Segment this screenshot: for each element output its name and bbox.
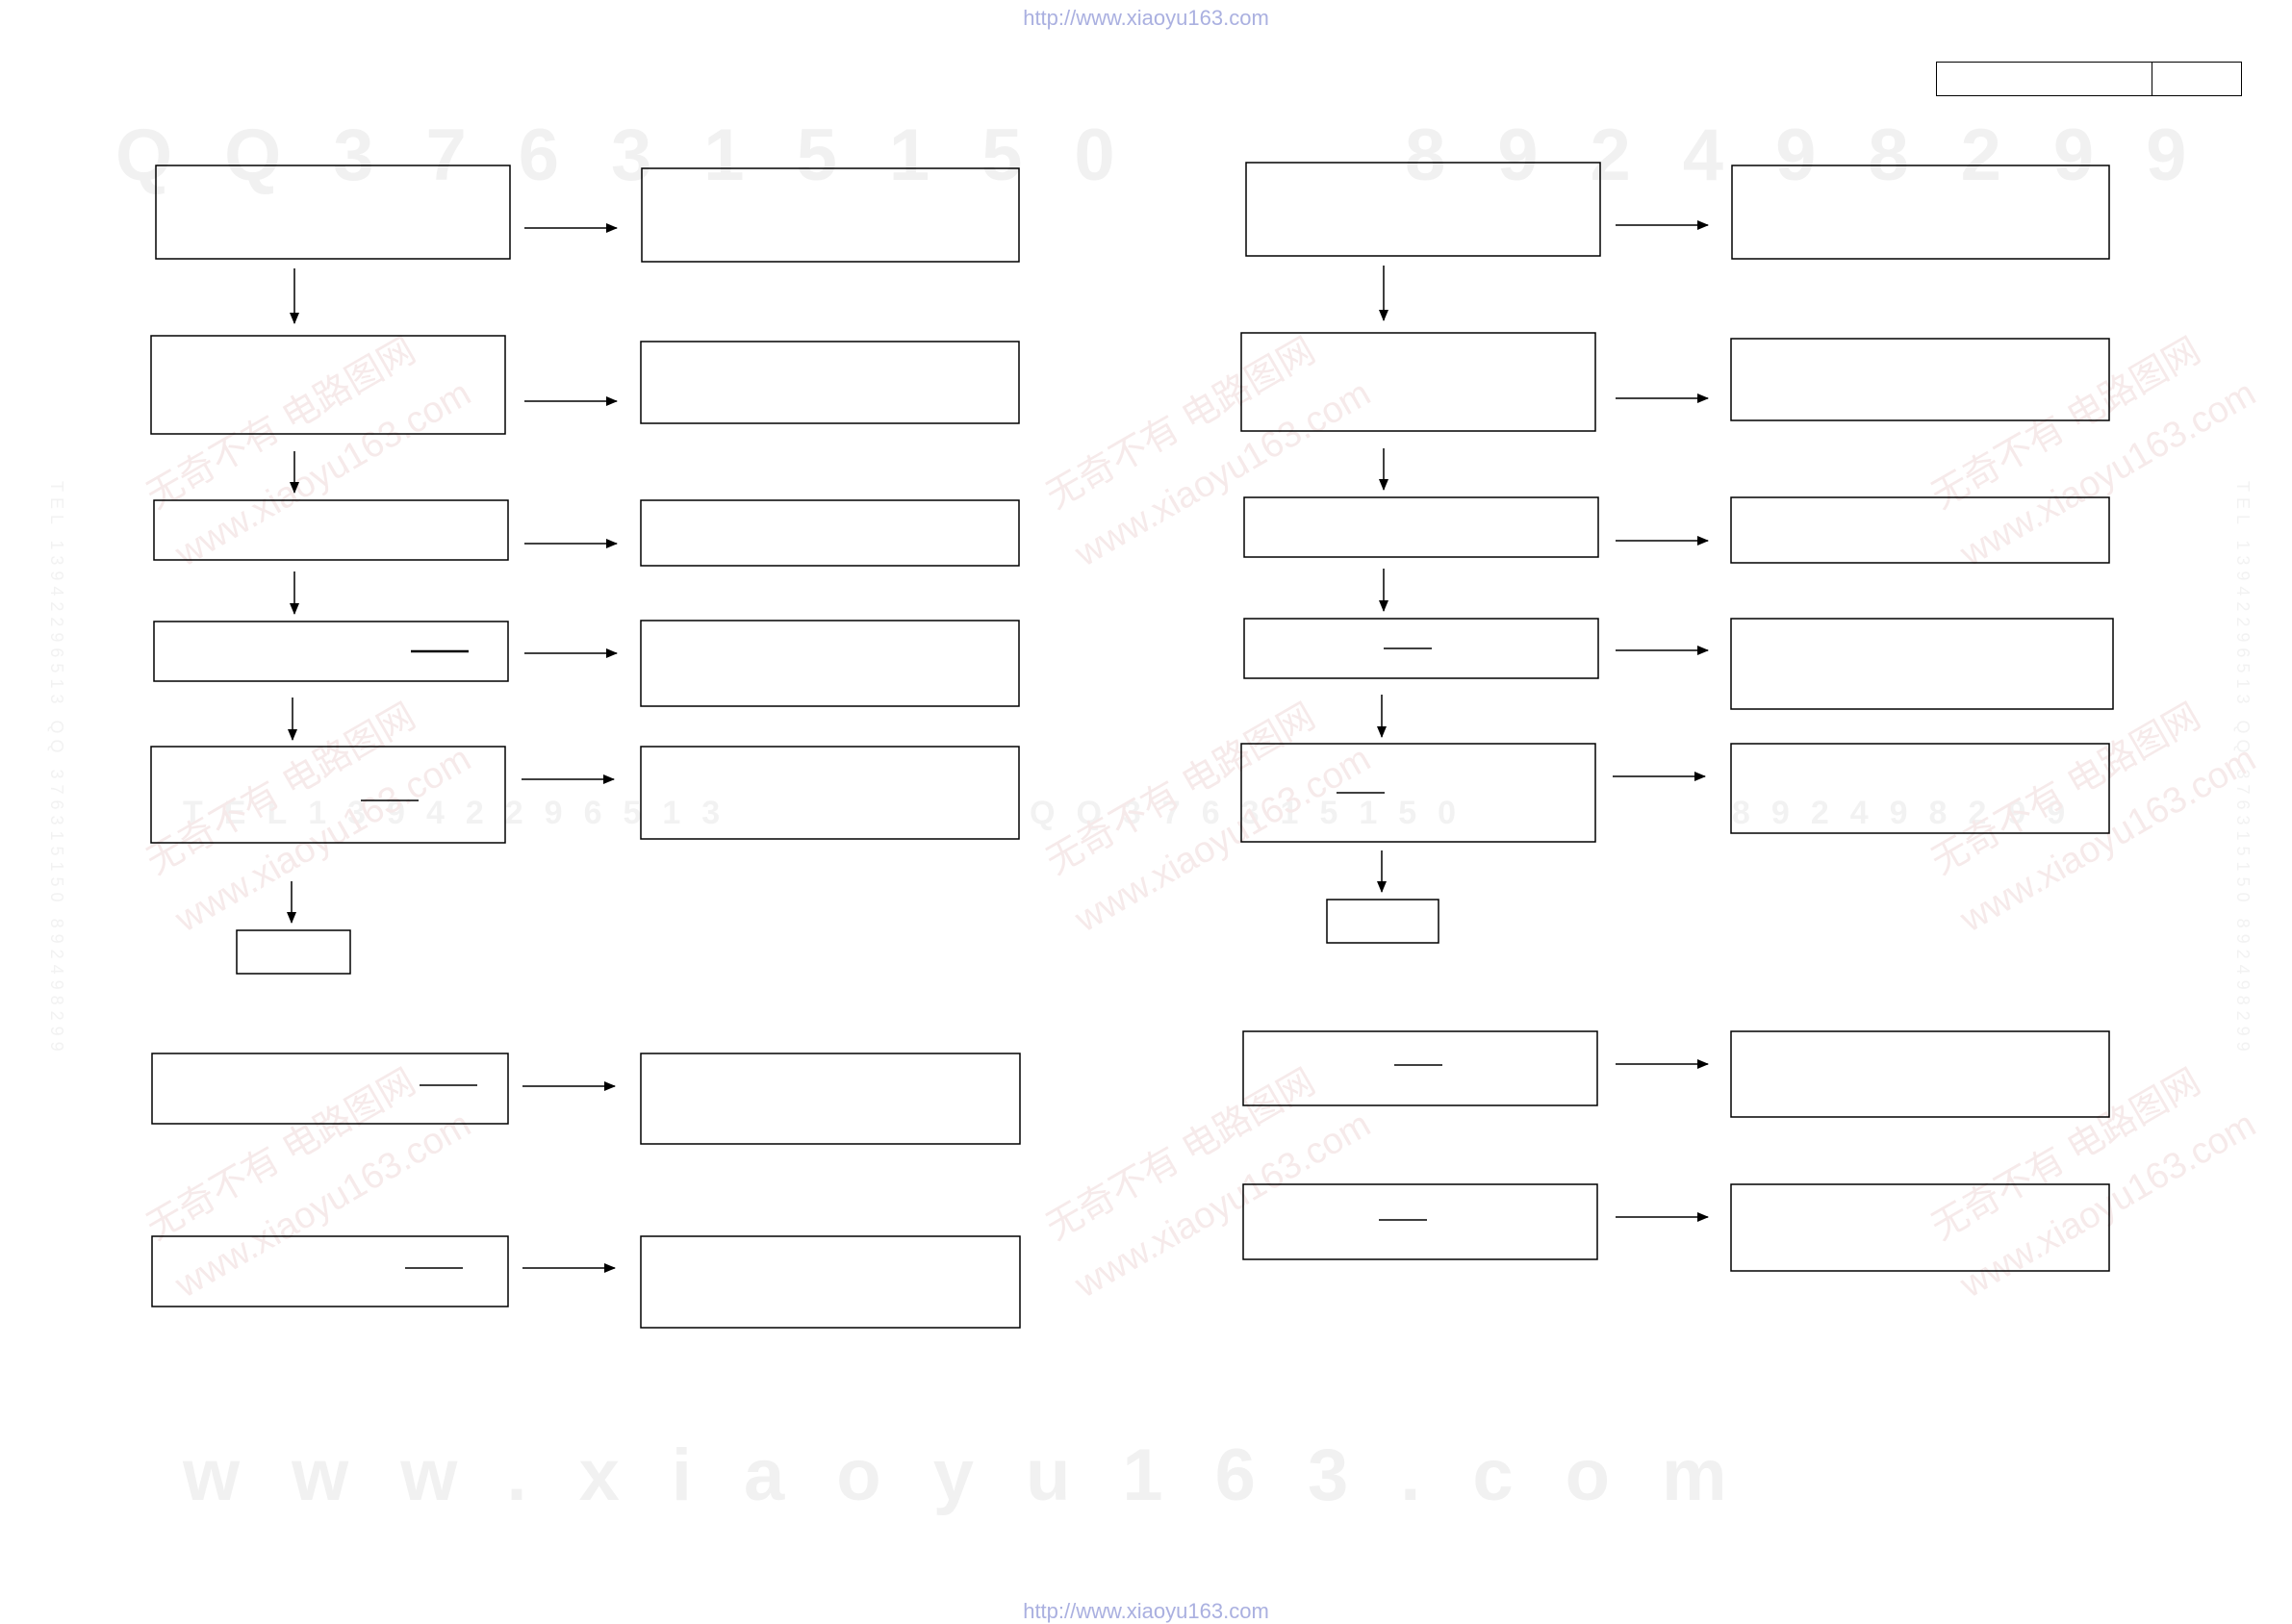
left-step-3-box: [153, 499, 509, 561]
right-result-b-box: [1730, 1183, 2110, 1272]
left-step-2-box: [150, 335, 506, 435]
page-table-cell-title: [1937, 63, 2152, 95]
left-check-b-box: [151, 1235, 509, 1307]
right-end-box: [1326, 899, 1439, 944]
left-step-4-box: [153, 621, 509, 682]
left-result-5-box: [640, 746, 1020, 840]
left-result-1-box: [641, 167, 1020, 263]
header-url[interactable]: http://www.xiaoyu163.com: [1023, 6, 1269, 30]
left-result-b-box: [640, 1235, 1021, 1329]
left-result-4-box: [640, 620, 1020, 707]
right-step-3-box: [1243, 496, 1599, 558]
right-check-b-box: [1242, 1183, 1598, 1260]
right-step-1-box: [1245, 162, 1601, 257]
right-result-1-box: [1731, 165, 2110, 260]
left-result-3-box: [640, 499, 1020, 567]
footer-url[interactable]: http://www.xiaoyu163.com: [1023, 1599, 1269, 1623]
right-check-a-box: [1242, 1030, 1598, 1106]
left-result-a-box: [640, 1053, 1021, 1145]
left-end-box: [236, 929, 351, 975]
right-result-2-box: [1730, 338, 2110, 421]
right-result-a-box: [1730, 1030, 2110, 1118]
right-result-3-box: [1730, 496, 2110, 564]
left-result-2-box: [640, 341, 1020, 424]
left-step-5-box: [150, 746, 506, 844]
left-check-a-box: [151, 1053, 509, 1125]
right-step-5-box: [1240, 743, 1596, 843]
right-step-2-box: [1240, 332, 1596, 432]
right-result-4-box: [1730, 618, 2114, 710]
left-step-1-box: [155, 165, 511, 260]
right-result-5-box: [1730, 743, 2110, 834]
page-number-table: [1936, 62, 2242, 96]
right-step-4-box: [1243, 618, 1599, 679]
